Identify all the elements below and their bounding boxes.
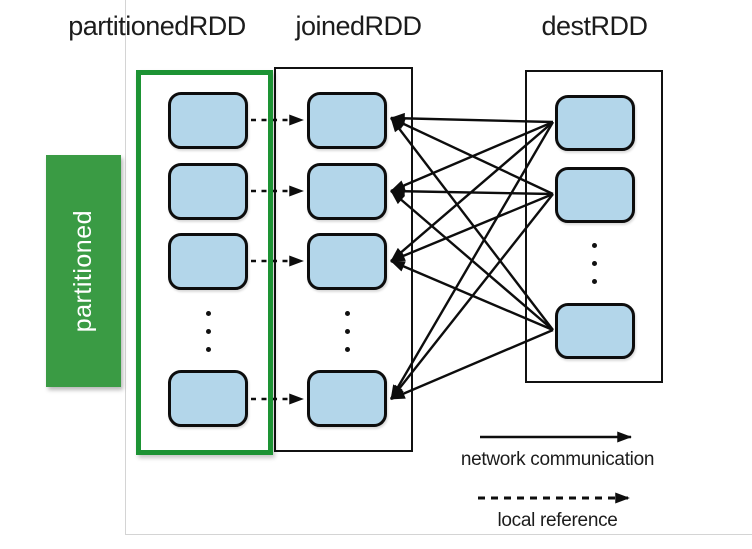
ellipsis-dot: [591, 279, 597, 284]
network-communication-arrow: [390, 192, 554, 263]
network-communication-arrow: [390, 185, 554, 197]
partitionedrdd-partition-box: [168, 370, 248, 427]
ellipsis-destrdd: [591, 243, 597, 297]
joinedrdd-partition-box: [307, 370, 387, 427]
column-title-destrdd: destRDD: [541, 11, 648, 41]
column-title-partitionedrdd: partitionedRDD: [68, 11, 246, 41]
network-communication-arrow: [390, 116, 554, 196]
ellipsis-joinedrdd: [344, 311, 350, 365]
legend-local-label: local reference: [497, 510, 618, 531]
slide-grid-vline: [125, 0, 126, 534]
joinedrdd-partition-box: [307, 163, 387, 220]
network-communication-arrow: [390, 112, 554, 124]
network-communication-arrow: [390, 259, 554, 332]
destrdd-partition-box: [555, 167, 635, 223]
ellipsis-dot: [205, 347, 211, 352]
ellipsis-dot: [591, 261, 597, 266]
ellipsis-dot: [591, 243, 597, 248]
joinedrdd-partition-box: [307, 92, 387, 149]
ellipsis-dot: [205, 329, 211, 334]
partitionedrdd-partition-box: [168, 233, 248, 290]
network-communication-arrow: [390, 328, 554, 401]
partitionedrdd-partition-box: [168, 163, 248, 220]
partitionedrdd-partition-box: [168, 92, 248, 149]
destrdd-partition-box: [555, 95, 635, 151]
network-communication-arrow: [390, 117, 554, 331]
destrdd-partition-box: [555, 303, 635, 359]
partitioned-side-badge: partitioned: [46, 155, 121, 387]
network-communication-arrow: [390, 190, 554, 331]
slide-grid-hline: [125, 534, 752, 535]
ellipsis-dot: [344, 329, 350, 334]
ellipsis-dot: [344, 311, 350, 316]
column-title-joinedrdd: joinedRDD: [295, 11, 422, 41]
ellipsis-partitionedrdd: [205, 311, 211, 365]
partitionedrdd-frame: [136, 70, 273, 455]
joinedrdd-partition-box: [307, 233, 387, 290]
ellipsis-dot: [205, 311, 211, 316]
joinedrdd-frame: [274, 67, 413, 452]
legend-network-label: network communication: [460, 449, 655, 470]
ellipsis-dot: [344, 347, 350, 352]
